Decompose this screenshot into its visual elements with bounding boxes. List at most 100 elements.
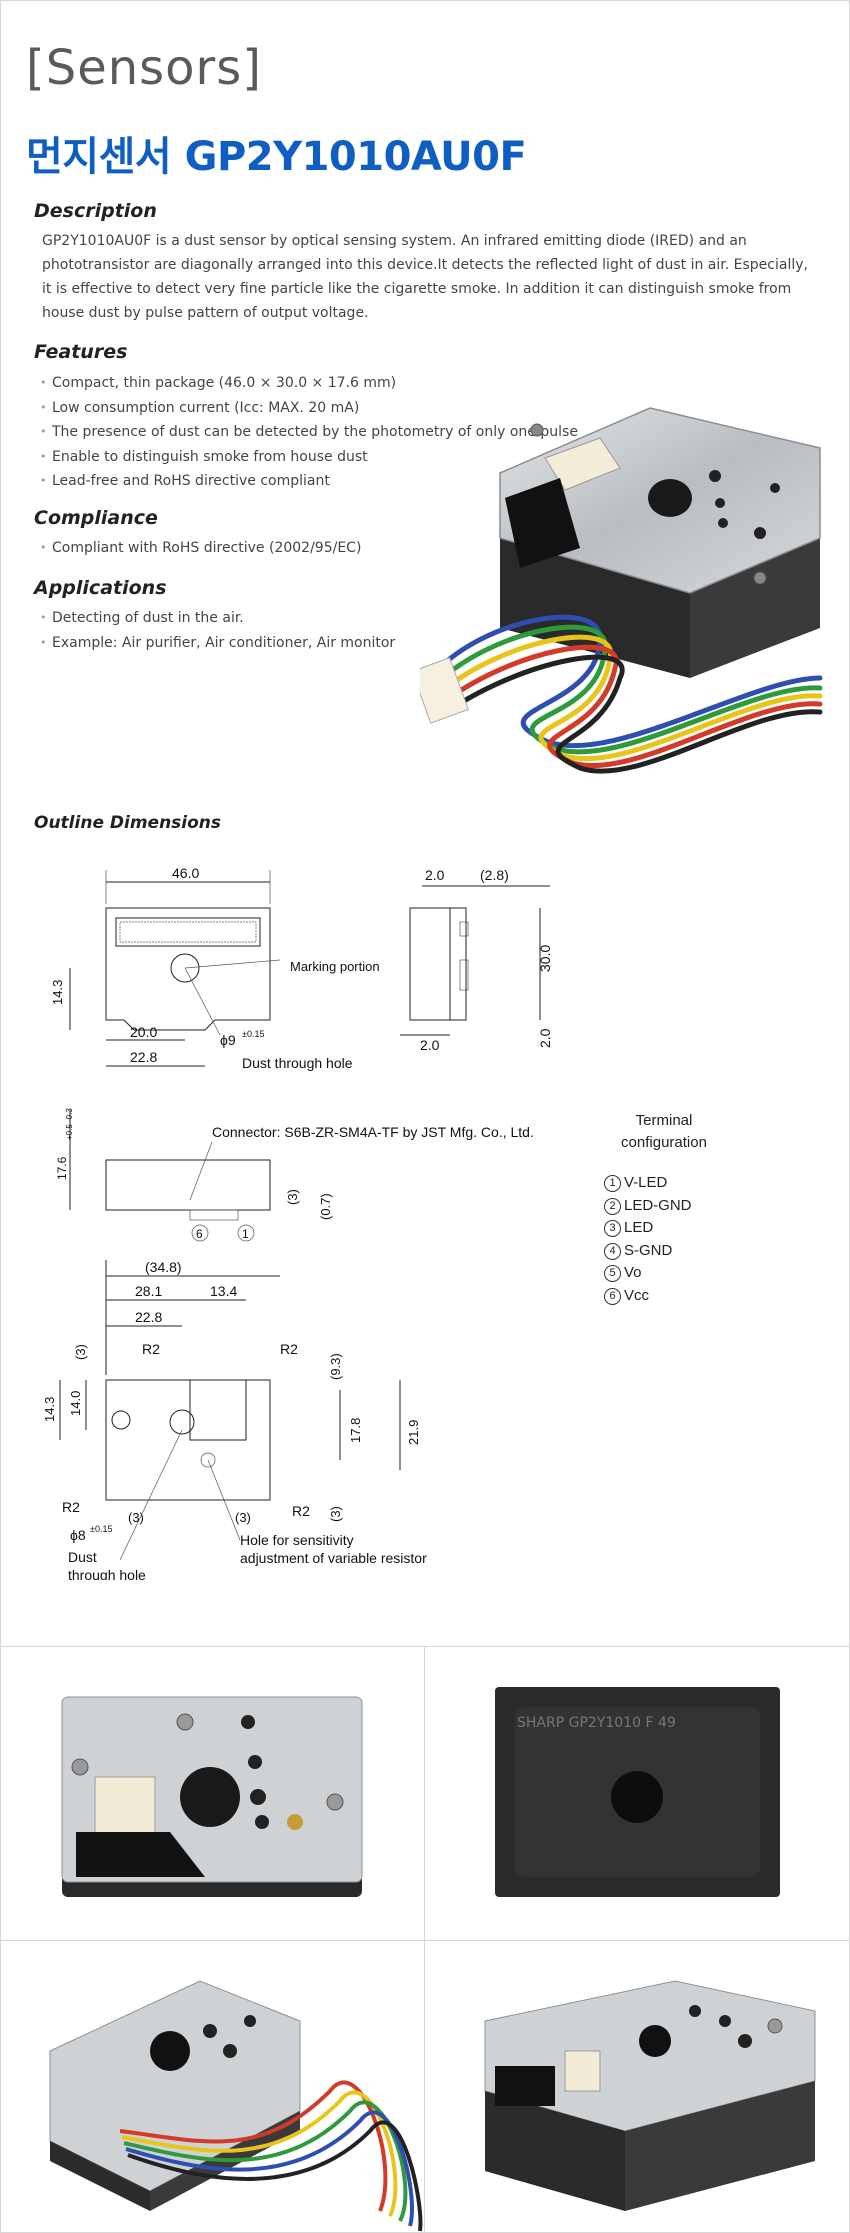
hole-icon	[223, 2044, 237, 2058]
hole-icon	[719, 2015, 731, 2027]
dust-hole-icon	[639, 2025, 671, 2057]
dim-2-0-bot: 2.0	[420, 1037, 440, 1053]
hole-icon	[244, 2015, 256, 2027]
list-item: Detecting of dust in the air.	[40, 606, 395, 631]
hole-icon	[738, 2034, 752, 2048]
sensor-window	[495, 2066, 555, 2106]
pin-number: 2	[604, 1197, 621, 1215]
dim-9-3: (9.3)	[328, 1353, 343, 1380]
list-item: Compact, thin package (46.0 × 30.0 × 17.…	[40, 371, 578, 396]
applications-list: Detecting of dust in the air. Example: A…	[40, 606, 395, 655]
marking-portion-label: Marking portion	[290, 959, 380, 974]
dim-14-0: 14.0	[68, 1391, 83, 1416]
photo-grid: SHARP GP2Y1010 F 49	[0, 1646, 850, 2233]
r2-label: R2	[280, 1341, 298, 1357]
list-item: Low consumption current (Icc: MAX. 20 mA…	[40, 396, 578, 421]
pin-number: 3	[604, 1220, 621, 1237]
screw-icon	[176, 1713, 194, 1731]
phi8-tol: ±0.15	[90, 1524, 112, 1534]
pin-name: Vo	[624, 1264, 642, 1281]
dim-3-b: (3)	[73, 1344, 88, 1360]
dust-hole-icon	[180, 1767, 240, 1827]
r2-label: R2	[142, 1341, 160, 1357]
photo-bottom-view: SHARP GP2Y1010 F 49	[495, 1687, 780, 1897]
pin-number: 6	[604, 1287, 621, 1305]
pin-number: 5	[604, 1265, 621, 1282]
phi9-label: ϕ9	[220, 1032, 236, 1048]
compliance-list: Compliant with RoHS directive (2002/95/E…	[40, 536, 361, 561]
hole-sensitivity-label: Hole for sensitivity	[240, 1532, 354, 1548]
hole-icon	[248, 1755, 262, 1769]
through-hole-label: through hole	[68, 1567, 146, 1580]
wire-harness	[427, 614, 823, 774]
list-item: Compliant with RoHS directive (2002/95/E…	[40, 536, 361, 561]
pin-name: LED-GND	[624, 1196, 692, 1214]
hole-icon	[203, 2024, 217, 2038]
pin-1-marker: 1	[242, 1227, 249, 1241]
dim-22-8: 22.8	[130, 1049, 157, 1065]
sensor-window	[76, 1832, 205, 1877]
dim-3-d: (3)	[235, 1510, 251, 1525]
hole-icon	[718, 518, 728, 528]
pin-number: 1	[604, 1175, 621, 1192]
hole-icon	[255, 1815, 269, 1829]
dim-2-0-side: 2.0	[537, 1028, 553, 1048]
dim-34-8: (34.8)	[145, 1259, 182, 1275]
top-view: 46.0 14.3 Marking portion 20.0 22.8 ϕ9 ±…	[50, 865, 380, 1071]
description-heading: Description	[34, 200, 157, 222]
screw-icon	[753, 571, 767, 585]
dust-hole-icon	[611, 1771, 663, 1823]
dim-2-0-top: 2.0	[425, 867, 445, 883]
photo-top-view	[61, 1696, 363, 1897]
product-photo	[420, 407, 823, 774]
dust-hole-icon	[648, 479, 692, 517]
description-text: GP2Y1010AU0F is a dust sensor by optical…	[42, 233, 808, 321]
screw-icon	[530, 423, 544, 437]
wire-connector-icon	[420, 657, 470, 724]
dim-17-6-tol: +0.5 -0.3	[65, 1108, 74, 1140]
dust-through-hole-label: Dust through hole	[242, 1055, 353, 1071]
screw-icon	[767, 2018, 783, 2034]
connector-label: Connector: S6B-ZR-SM4A-TF by JST Mfg. Co…	[212, 1124, 534, 1140]
dim-13-4: 13.4	[210, 1283, 237, 1299]
dim-20-0: 20.0	[130, 1024, 157, 1040]
features-list: Compact, thin package (46.0 × 30.0 × 17.…	[40, 371, 578, 494]
connector-icon	[94, 1776, 156, 1838]
dim-21-9: 21.9	[406, 1420, 421, 1445]
dust-hole-icon	[150, 2031, 190, 2071]
hole-icon	[241, 1715, 255, 1729]
photo-angled-side	[484, 1980, 816, 2211]
dim-17-8: 17.8	[348, 1418, 363, 1443]
phi8-label: ϕ8	[70, 1527, 86, 1543]
screw-icon	[71, 1758, 89, 1776]
hole-icon	[689, 2005, 701, 2017]
hole-icon	[709, 470, 721, 482]
dim-2-8: (2.8)	[480, 867, 509, 883]
hole-icon	[250, 1789, 266, 1805]
hole-icon	[770, 483, 780, 493]
phi9-tol: ±0.15	[242, 1029, 264, 1039]
dim-3-e: (3)	[328, 1506, 343, 1522]
dust-label: Dust	[68, 1549, 97, 1565]
dim-30-0: 30.0	[537, 945, 553, 972]
grid-divider	[0, 1940, 850, 1941]
r2-label: R2	[62, 1499, 80, 1515]
outline-heading: Outline Dimensions	[34, 813, 222, 833]
page-title: 먼지센서 GP2Y1010AU0F	[26, 134, 527, 180]
connector-icon	[564, 2050, 601, 2092]
pin-6-marker: 6	[196, 1227, 203, 1241]
dim-22-8-b: 22.8	[135, 1309, 162, 1325]
list-item: Enable to distinguish smoke from house d…	[40, 445, 578, 470]
hole-icon	[754, 527, 766, 539]
applications-heading: Applications	[34, 577, 167, 599]
front-view: 17.6 +0.5 -0.3 Connector: S6B-ZR-SM4A-TF…	[55, 1108, 534, 1242]
dim-14-3: 14.3	[50, 980, 65, 1005]
pin-name: Vcc	[624, 1286, 650, 1304]
adjustment-label: adjustment of variable resistor	[240, 1550, 427, 1566]
compliance-heading: Compliance	[34, 507, 158, 529]
